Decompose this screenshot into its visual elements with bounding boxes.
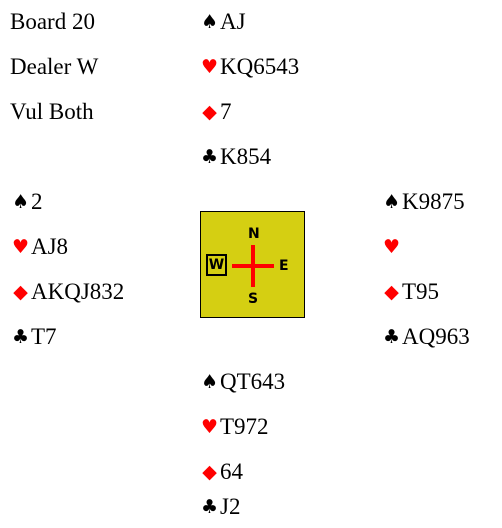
- dealer-label: Dealer W: [10, 54, 99, 79]
- diamond-icon: ◆: [202, 101, 217, 123]
- compass-west-dealer-label: W: [206, 254, 227, 276]
- south-clubs: ♣J2: [199, 492, 240, 522]
- south-spades: ♠QT643: [199, 367, 285, 397]
- north-diamonds-cards: 7: [220, 99, 232, 124]
- south-hearts: ♥T972: [199, 412, 269, 442]
- heart-icon: ♥: [200, 56, 219, 78]
- heart-icon: ♥: [200, 416, 219, 438]
- south-spades-cards: QT643: [220, 369, 286, 394]
- spade-icon: ♠: [382, 191, 401, 213]
- south-clubs-cards: J2: [220, 494, 241, 519]
- club-icon: ♣: [200, 146, 219, 168]
- east-clubs-cards: AQ963: [402, 324, 470, 349]
- west-hearts: ♥AJ8: [10, 232, 68, 262]
- north-clubs-cards: K854: [220, 144, 272, 169]
- south-diamonds-cards: 64: [220, 459, 243, 484]
- east-diamonds-cards: T95: [402, 279, 440, 304]
- east-spades-cards: K9875: [402, 189, 465, 214]
- compass-north-label: N: [248, 226, 260, 242]
- spade-icon: ♠: [11, 191, 30, 213]
- board-number: Board 20: [10, 9, 95, 34]
- west-diamonds-cards: AKQJ832: [31, 279, 125, 304]
- compass-cross-horizontal: [232, 264, 274, 268]
- east-hearts: ♥: [381, 232, 402, 262]
- west-spades-cards: 2: [31, 189, 43, 214]
- club-icon: ♣: [11, 326, 30, 348]
- south-hearts-cards: T972: [220, 414, 269, 439]
- south-diamonds: ◆64: [199, 457, 243, 487]
- north-diamonds: ◆7: [199, 97, 232, 127]
- west-clubs-cards: T7: [31, 324, 57, 349]
- east-clubs: ♣AQ963: [381, 322, 470, 352]
- west-hearts-cards: AJ8: [31, 234, 69, 259]
- diamond-icon: ◆: [384, 281, 399, 303]
- east-diamonds: ◆T95: [381, 277, 439, 307]
- north-hearts: ♥KQ6543: [199, 52, 299, 82]
- west-clubs: ♣T7: [10, 322, 57, 352]
- north-clubs: ♣K854: [199, 142, 271, 172]
- compass-rose: N S E W: [200, 211, 305, 318]
- heart-icon: ♥: [382, 236, 401, 258]
- spade-icon: ♠: [200, 371, 219, 393]
- club-icon: ♣: [382, 326, 401, 348]
- compass-south-label: S: [248, 291, 259, 307]
- club-icon: ♣: [200, 496, 219, 518]
- diamond-icon: ◆: [202, 461, 217, 483]
- diamond-icon: ◆: [13, 281, 28, 303]
- north-hearts-cards: KQ6543: [220, 54, 300, 79]
- west-diamonds: ◆AKQJ832: [10, 277, 124, 307]
- north-spades: ♠AJ: [199, 7, 246, 37]
- heart-icon: ♥: [11, 236, 30, 258]
- west-spades: ♠2: [10, 187, 43, 217]
- spade-icon: ♠: [200, 11, 219, 33]
- north-spades-cards: AJ: [220, 9, 246, 34]
- vulnerability-label: Vul Both: [10, 99, 94, 124]
- east-spades: ♠K9875: [381, 187, 465, 217]
- compass-east-label: E: [279, 258, 289, 274]
